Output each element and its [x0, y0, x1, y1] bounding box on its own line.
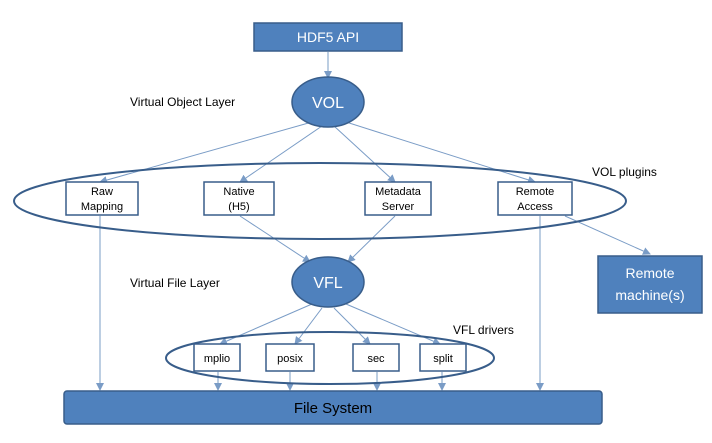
remote-machines-line2: machine(s) — [615, 287, 684, 303]
driver-sec: sec — [352, 343, 400, 372]
vfl-drivers-group — [165, 331, 495, 385]
vfl-node: VFL — [291, 256, 365, 308]
arrow-vol-to-metadata — [333, 125, 396, 183]
driver-mplio: mplio — [193, 343, 241, 372]
driver-posix: posix — [265, 343, 315, 372]
driver-mplio-label: mplio — [204, 353, 230, 365]
vol-node: VOL — [291, 76, 365, 128]
driver-sec-label: sec — [367, 353, 385, 365]
vol-label: VOL — [312, 95, 344, 112]
vol-plugins-caption: VOL plugins — [592, 165, 657, 179]
plugin-metadata-line2: Server — [382, 201, 415, 213]
arrow-vol-to-native — [239, 125, 323, 183]
vfl-caption: Virtual File Layer — [130, 276, 220, 290]
arrow-remote-to-machine — [564, 215, 651, 255]
vol-plugins-group — [13, 162, 627, 240]
hdf5-api-label: HDF5 API — [297, 29, 359, 45]
remote-machines-box: Remote machine(s) — [597, 255, 703, 314]
vol-caption: Virtual Object Layer — [130, 95, 235, 109]
arrow-vfl-to-mplio — [219, 303, 313, 345]
plugin-metadata-server: Metadata Server — [364, 181, 432, 216]
plugin-remote-line1: Remote — [516, 186, 555, 198]
remote-machines-line1: Remote — [625, 265, 674, 281]
plugin-metadata-line1: Metadata — [375, 186, 422, 198]
arrow-vfl-to-posix — [294, 307, 323, 345]
plugin-remote-line2: Access — [517, 201, 553, 213]
plugin-raw-mapping: Raw Mapping — [65, 181, 139, 216]
driver-split-label: split — [433, 353, 453, 365]
plugin-native-h5: Native (H5) — [203, 181, 275, 216]
driver-split: split — [419, 343, 467, 372]
plugin-native-line1: Native — [223, 186, 254, 198]
plugin-remote-access: Remote Access — [497, 181, 573, 216]
plugin-native-line2: (H5) — [228, 201, 249, 213]
arrow-vol-to-raw — [99, 121, 313, 184]
plugin-raw-line1: Raw — [91, 186, 113, 198]
arrow-vfl-to-sec — [333, 307, 371, 345]
file-system-bar: File System — [63, 390, 603, 425]
hdf5-api-box: HDF5 API — [253, 22, 403, 52]
file-system-label: File System — [294, 400, 372, 417]
driver-posix-label: posix — [277, 353, 303, 365]
arrow-vfl-to-split — [345, 303, 441, 345]
vfl-label: VFL — [313, 275, 342, 292]
arrow-vol-to-remote — [345, 121, 536, 184]
plugin-raw-line2: Mapping — [81, 201, 123, 213]
vfl-drivers-caption: VFL drivers — [453, 323, 514, 337]
